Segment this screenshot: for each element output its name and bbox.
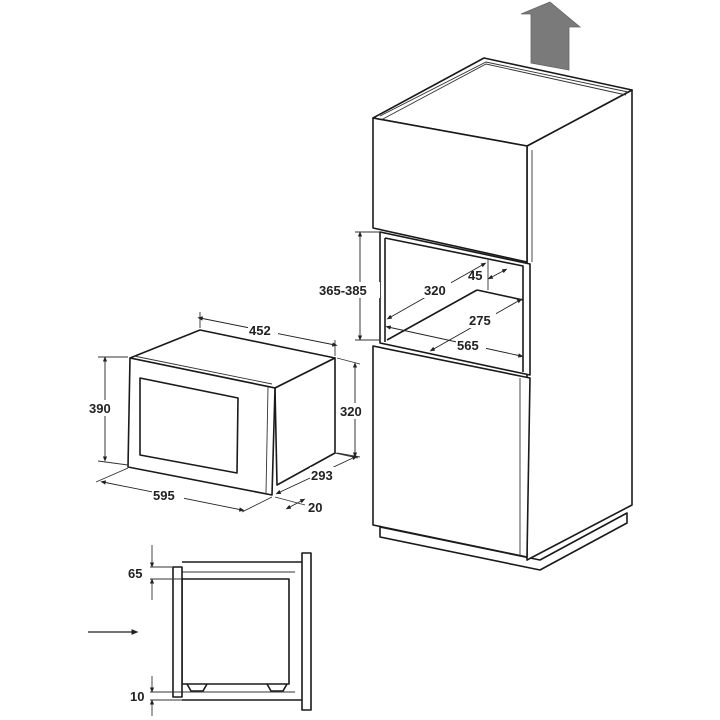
cabinet-plinth	[379, 512, 628, 571]
microwave-depth-top-label: 452	[249, 323, 271, 338]
cabinet-lower-door	[372, 345, 531, 558]
side-section-view: 65 10	[88, 545, 312, 716]
niche-height-label: 365-385	[319, 283, 367, 298]
bottom-gap-label: 10	[130, 689, 144, 704]
top-gap-label: 65	[128, 566, 142, 581]
niche-depth-label: 275	[469, 313, 491, 328]
microwave-body-side	[181, 578, 290, 685]
microwave-foot	[186, 683, 208, 692]
cabinet-back-panel	[301, 552, 312, 711]
microwave-window	[139, 377, 239, 474]
microwave-foot	[266, 683, 288, 692]
niche-dimensions: 365-385 320 45 275 565	[318, 231, 524, 358]
cabinet-upper-door	[372, 117, 528, 263]
microwave-side-depth-label: 293	[311, 468, 333, 483]
front-frame-plate	[172, 566, 183, 698]
niche-width-label: 320	[424, 283, 446, 298]
frame-depth-label: 20	[308, 500, 322, 515]
ventilation-arrow-icon	[520, 1, 582, 71]
microwave-width-label: 595	[153, 488, 175, 503]
microwave-front-height-label: 390	[89, 401, 111, 416]
cabinet-depth-label: 565	[457, 338, 479, 353]
tall-cabinet	[372, 57, 633, 571]
microwave-front-panel	[127, 357, 276, 496]
cabinet-side-panel	[526, 89, 633, 561]
microwave-body-height-label: 320	[340, 404, 362, 419]
back-gap-label: 45	[468, 268, 482, 283]
microwave-dimensions: 452 390 320 595 293 20	[88, 312, 372, 515]
microwave-oven	[127, 329, 336, 496]
